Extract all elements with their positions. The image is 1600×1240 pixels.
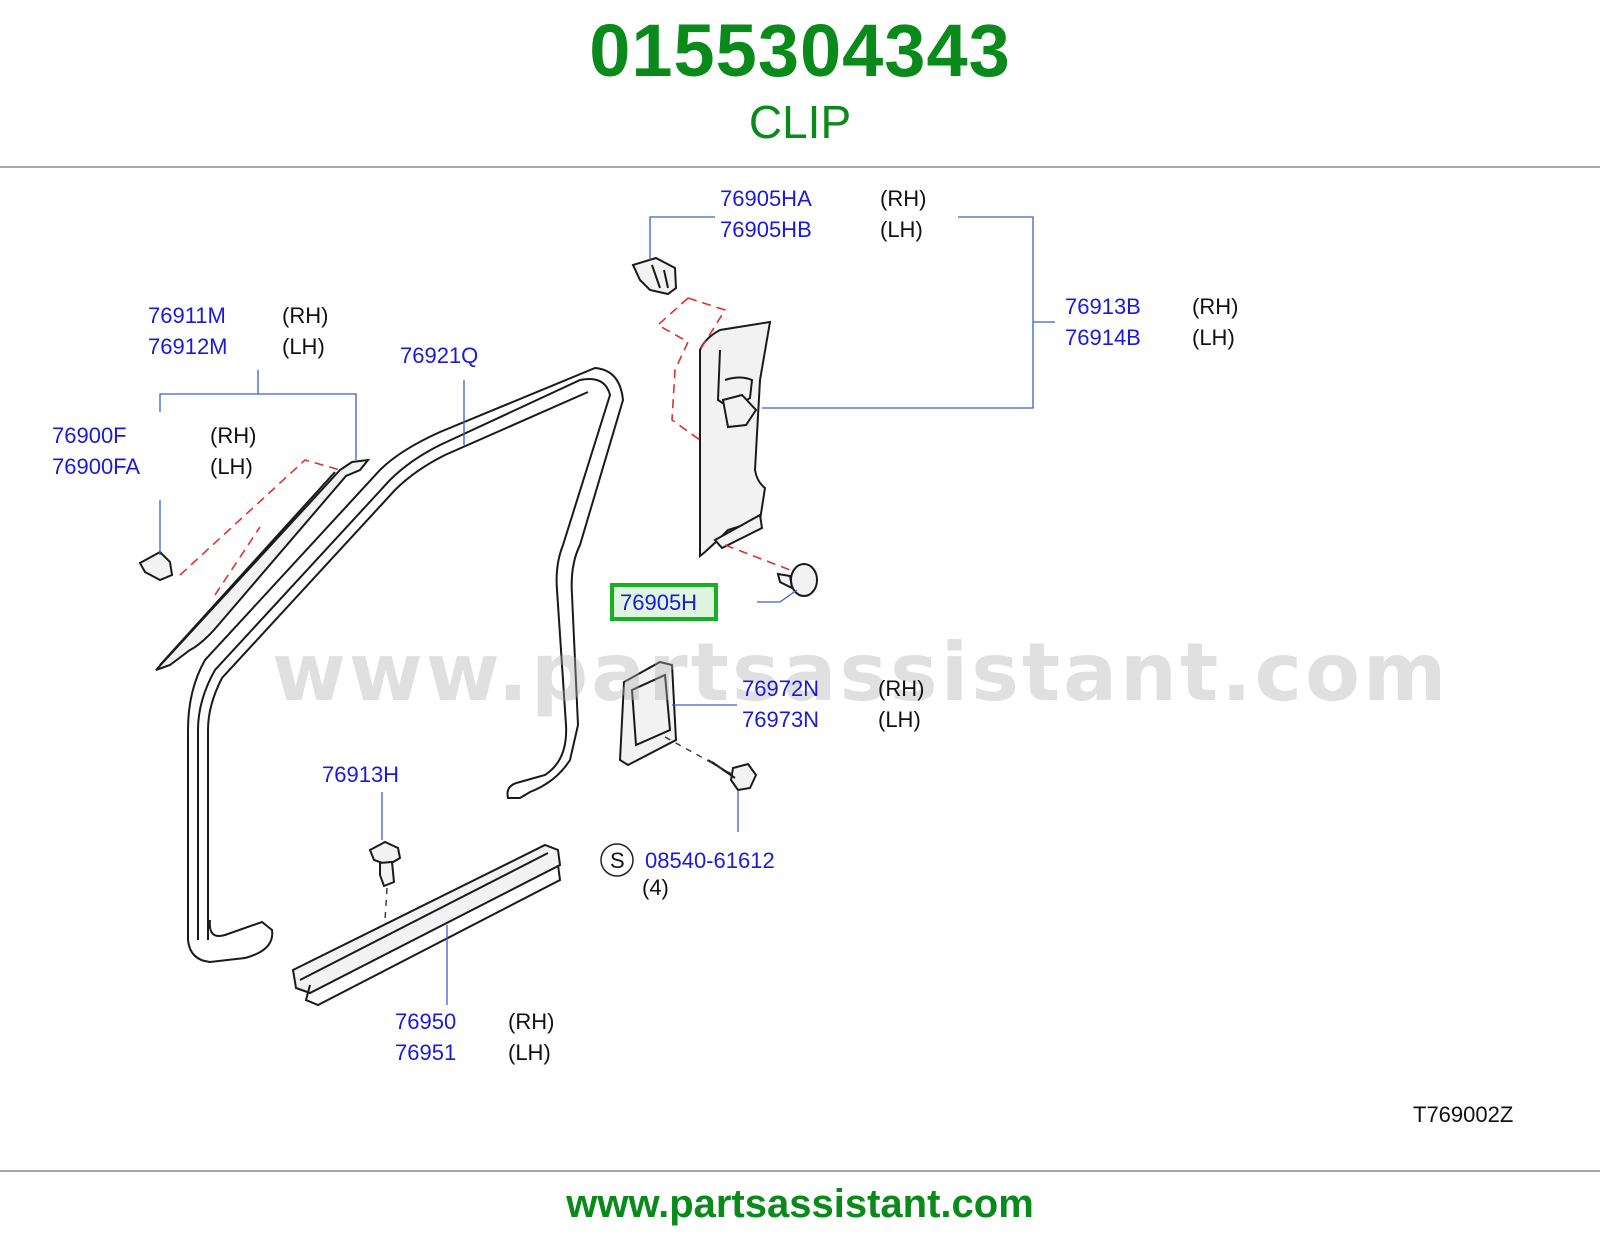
callout-side: (LH) <box>880 217 923 242</box>
callout-76921q[interactable]: 76921Q <box>400 343 478 368</box>
highlight-box <box>610 583 718 621</box>
callout-pn: 76913H <box>322 762 399 787</box>
callout-08540-61612[interactable]: S 08540-61612 (4) <box>600 843 775 900</box>
callout-pn: 76905H <box>620 590 697 615</box>
callout-76913b[interactable]: 76913B (RH) 76914B (LH) <box>1065 294 1238 350</box>
clip-76900f[interactable] <box>138 550 174 582</box>
callout-pn: 76900F <box>52 423 127 448</box>
screw-08540-61612[interactable] <box>707 759 758 792</box>
footer-url[interactable]: www.partsassistant.com <box>566 1182 1034 1226</box>
callout-76905ha[interactable]: 76905HA (RH) 76905HB (LH) <box>720 186 926 242</box>
callout-side: (RH) <box>210 423 256 448</box>
callout-pn: 76972N <box>742 676 819 701</box>
callout-pn: 76951 <box>395 1040 456 1065</box>
trim-bracket-76972n[interactable] <box>618 660 678 767</box>
parts-diagram: www.partsassistant.com 76905HA (RH) 7690… <box>52 186 1513 1127</box>
callout-pn: 76950 <box>395 1009 456 1034</box>
footer-divider <box>0 1170 1600 1172</box>
front-pillar-garnish-76911m[interactable] <box>155 458 371 671</box>
callout-side: (LH) <box>508 1040 551 1065</box>
callout-side: (LH) <box>1192 325 1235 350</box>
callout-pn: 76912M <box>148 334 228 359</box>
callout-76950[interactable]: 76950 (RH) 76951 (LH) <box>395 1009 554 1065</box>
callout-side: (LH) <box>282 334 325 359</box>
alignment-lines <box>179 297 791 921</box>
callout-76911m[interactable]: 76911M (RH) 76912M (LH) <box>148 303 328 359</box>
callout-qty: (4) <box>642 875 669 900</box>
callout-side: (RH) <box>878 676 924 701</box>
symbol-letter: S <box>610 848 625 873</box>
callout-pn: 76921Q <box>400 343 478 368</box>
callout-pn: 08540-61612 <box>645 848 775 873</box>
clip-76905ha[interactable] <box>631 256 678 296</box>
leader-lines <box>159 216 1055 1005</box>
callout-side: (LH) <box>210 454 253 479</box>
callout-side: (LH) <box>878 707 921 732</box>
callout-76905h-highlighted[interactable]: 76905H <box>610 583 718 621</box>
header-divider <box>0 166 1600 168</box>
callout-pn: 76973N <box>742 707 819 732</box>
callout-76972n[interactable]: 76972N (RH) 76973N (LH) <box>742 676 924 732</box>
part-name-subtitle: CLIP <box>748 96 852 148</box>
callout-pn: 76905HA <box>720 186 812 211</box>
callout-pn: 76900FA <box>52 454 140 479</box>
clip-76913h[interactable] <box>368 840 402 888</box>
callout-76913h[interactable]: 76913H <box>322 762 399 787</box>
standard-part-symbol <box>600 843 634 877</box>
callout-pn: 76911M <box>148 303 226 328</box>
part-number-title: 0155304343 <box>589 9 1011 92</box>
callout-pn: 76905HB <box>720 217 812 242</box>
callout-pn: 76914B <box>1065 325 1141 350</box>
push-clip-76905h[interactable] <box>776 563 818 597</box>
callout-side: (RH) <box>1192 294 1238 319</box>
watermark: www.partsassistant.com <box>272 626 1449 719</box>
kicking-plate-76950[interactable] <box>291 843 562 1007</box>
callout-76900f[interactable]: 76900F (RH) 76900FA (LH) <box>52 423 256 479</box>
diagram-code: T769002Z <box>1413 1102 1513 1127</box>
callout-side: (RH) <box>282 303 328 328</box>
center-pillar-garnish-76913b[interactable] <box>699 320 772 559</box>
callout-side: (RH) <box>880 186 926 211</box>
callout-side: (RH) <box>508 1009 554 1034</box>
weatherstrip-76921q[interactable] <box>187 366 625 964</box>
callout-pn: 76913B <box>1065 294 1141 319</box>
